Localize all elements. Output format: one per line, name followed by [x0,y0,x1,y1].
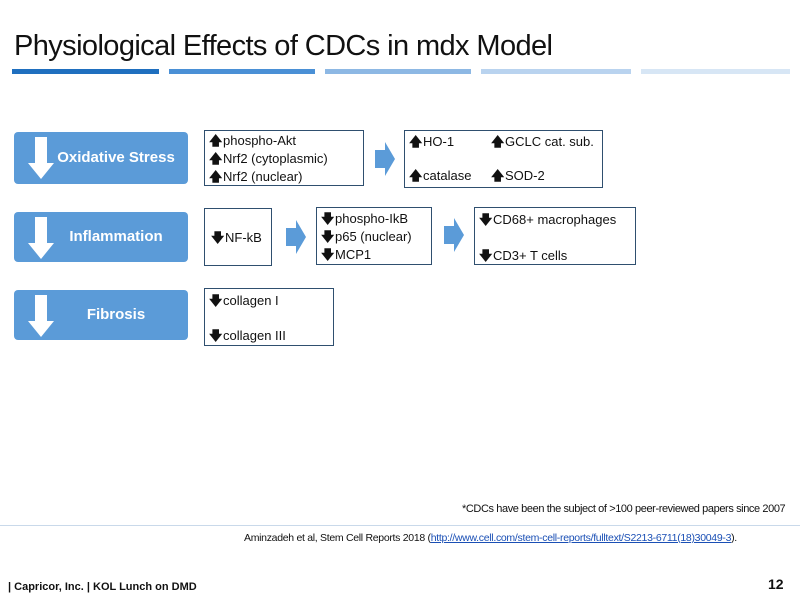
citation: Aminzadeh et al, Stem Cell Reports 2018 … [244,532,737,544]
down-arrow-icon: 🡇 [321,247,335,262]
marker-item: 🡅Nrf2 (nuclear) [209,168,302,190]
down-arrow-icon: 🡇 [209,328,223,343]
down-arrow-icon: 🡇 [211,230,225,245]
down-arrow-icon: 🡇 [479,212,493,227]
oxidative-markers-box-2: 🡅HO-1 🡅GCLC cat. sub. 🡅catalase 🡅SOD-2 [404,130,603,188]
title-underline-segment-5 [641,69,790,74]
marker-item: 🡅GCLC cat. sub. [491,133,594,155]
marker-item: 🡅phospho-Akt [209,132,296,154]
up-arrow-icon: 🡅 [209,169,223,184]
down-arrow-icon: 🡇 [321,229,335,244]
category-oxidative-stress: Oxidative Stress [14,132,188,184]
marker-item: 🡅catalase [409,167,471,189]
marker-item: 🡅SOD-2 [491,167,545,189]
page-title: Physiological Effects of CDCs in mdx Mod… [14,30,553,62]
inflammation-markers-box-1: 🡇NF-kB [204,208,272,266]
category-label: Inflammation [69,228,163,245]
category-fibrosis: Fibrosis [14,290,188,340]
down-arrow-icon: 🡇 [209,293,223,308]
marker-item: 🡇NF-kB [211,229,262,251]
up-arrow-icon: 🡅 [409,168,423,183]
oxidative-markers-box-1: 🡅phospho-Akt 🡅Nrf2 (cytoplasmic) 🡅Nrf2 (… [204,130,364,186]
footer-label: | Capricor, Inc. | KOL Lunch on DMD [8,581,197,593]
up-arrow-icon: 🡅 [491,134,505,149]
marker-item: 🡇collagen III [209,327,286,349]
inflammation-markers-box-2: 🡇phospho-IkB 🡇p65 (nuclear) 🡇MCP1 [316,207,432,265]
title-underline-segment-3 [325,69,471,74]
page-number: 12 [768,576,784,592]
down-arrow-icon [28,295,54,337]
title-underline-segment-1 [12,69,159,74]
up-arrow-icon: 🡅 [491,168,505,183]
marker-item: 🡇p65 (nuclear) [321,228,412,250]
title-underline-segment-2 [169,69,315,74]
category-label: Fibrosis [86,306,146,323]
marker-item: 🡅HO-1 [409,133,454,155]
down-arrow-icon: 🡇 [321,211,335,226]
category-label: Oxidative Stress [57,149,175,166]
fibrosis-markers-box: 🡇collagen I 🡇collagen III [204,288,334,346]
up-arrow-icon: 🡅 [209,151,223,166]
up-arrow-icon: 🡅 [209,133,223,148]
right-arrow-icon [444,218,464,252]
marker-item: 🡅Nrf2 (cytoplasmic) [209,150,328,172]
right-arrow-icon [286,220,306,254]
footer-divider [0,525,800,526]
marker-item: 🡇CD68+ macrophages [479,211,616,233]
footnote: *CDCs have been the subject of >100 peer… [462,503,786,515]
marker-item: 🡇MCP1 [321,246,371,268]
down-arrow-icon [28,137,54,179]
marker-item: 🡇collagen I [209,292,279,314]
inflammation-markers-box-3: 🡇CD68+ macrophages 🡇CD3+ T cells [474,207,636,265]
title-underline-segment-4 [481,69,631,74]
up-arrow-icon: 🡅 [409,134,423,149]
citation-link[interactable]: http://www.cell.com/stem-cell-reports/fu… [430,532,732,544]
down-arrow-icon [28,217,54,259]
marker-item: 🡇CD3+ T cells [479,247,567,269]
right-arrow-icon [375,142,395,176]
down-arrow-icon: 🡇 [479,248,493,263]
category-inflammation: Inflammation [14,212,188,262]
marker-item: 🡇phospho-IkB [321,210,408,232]
